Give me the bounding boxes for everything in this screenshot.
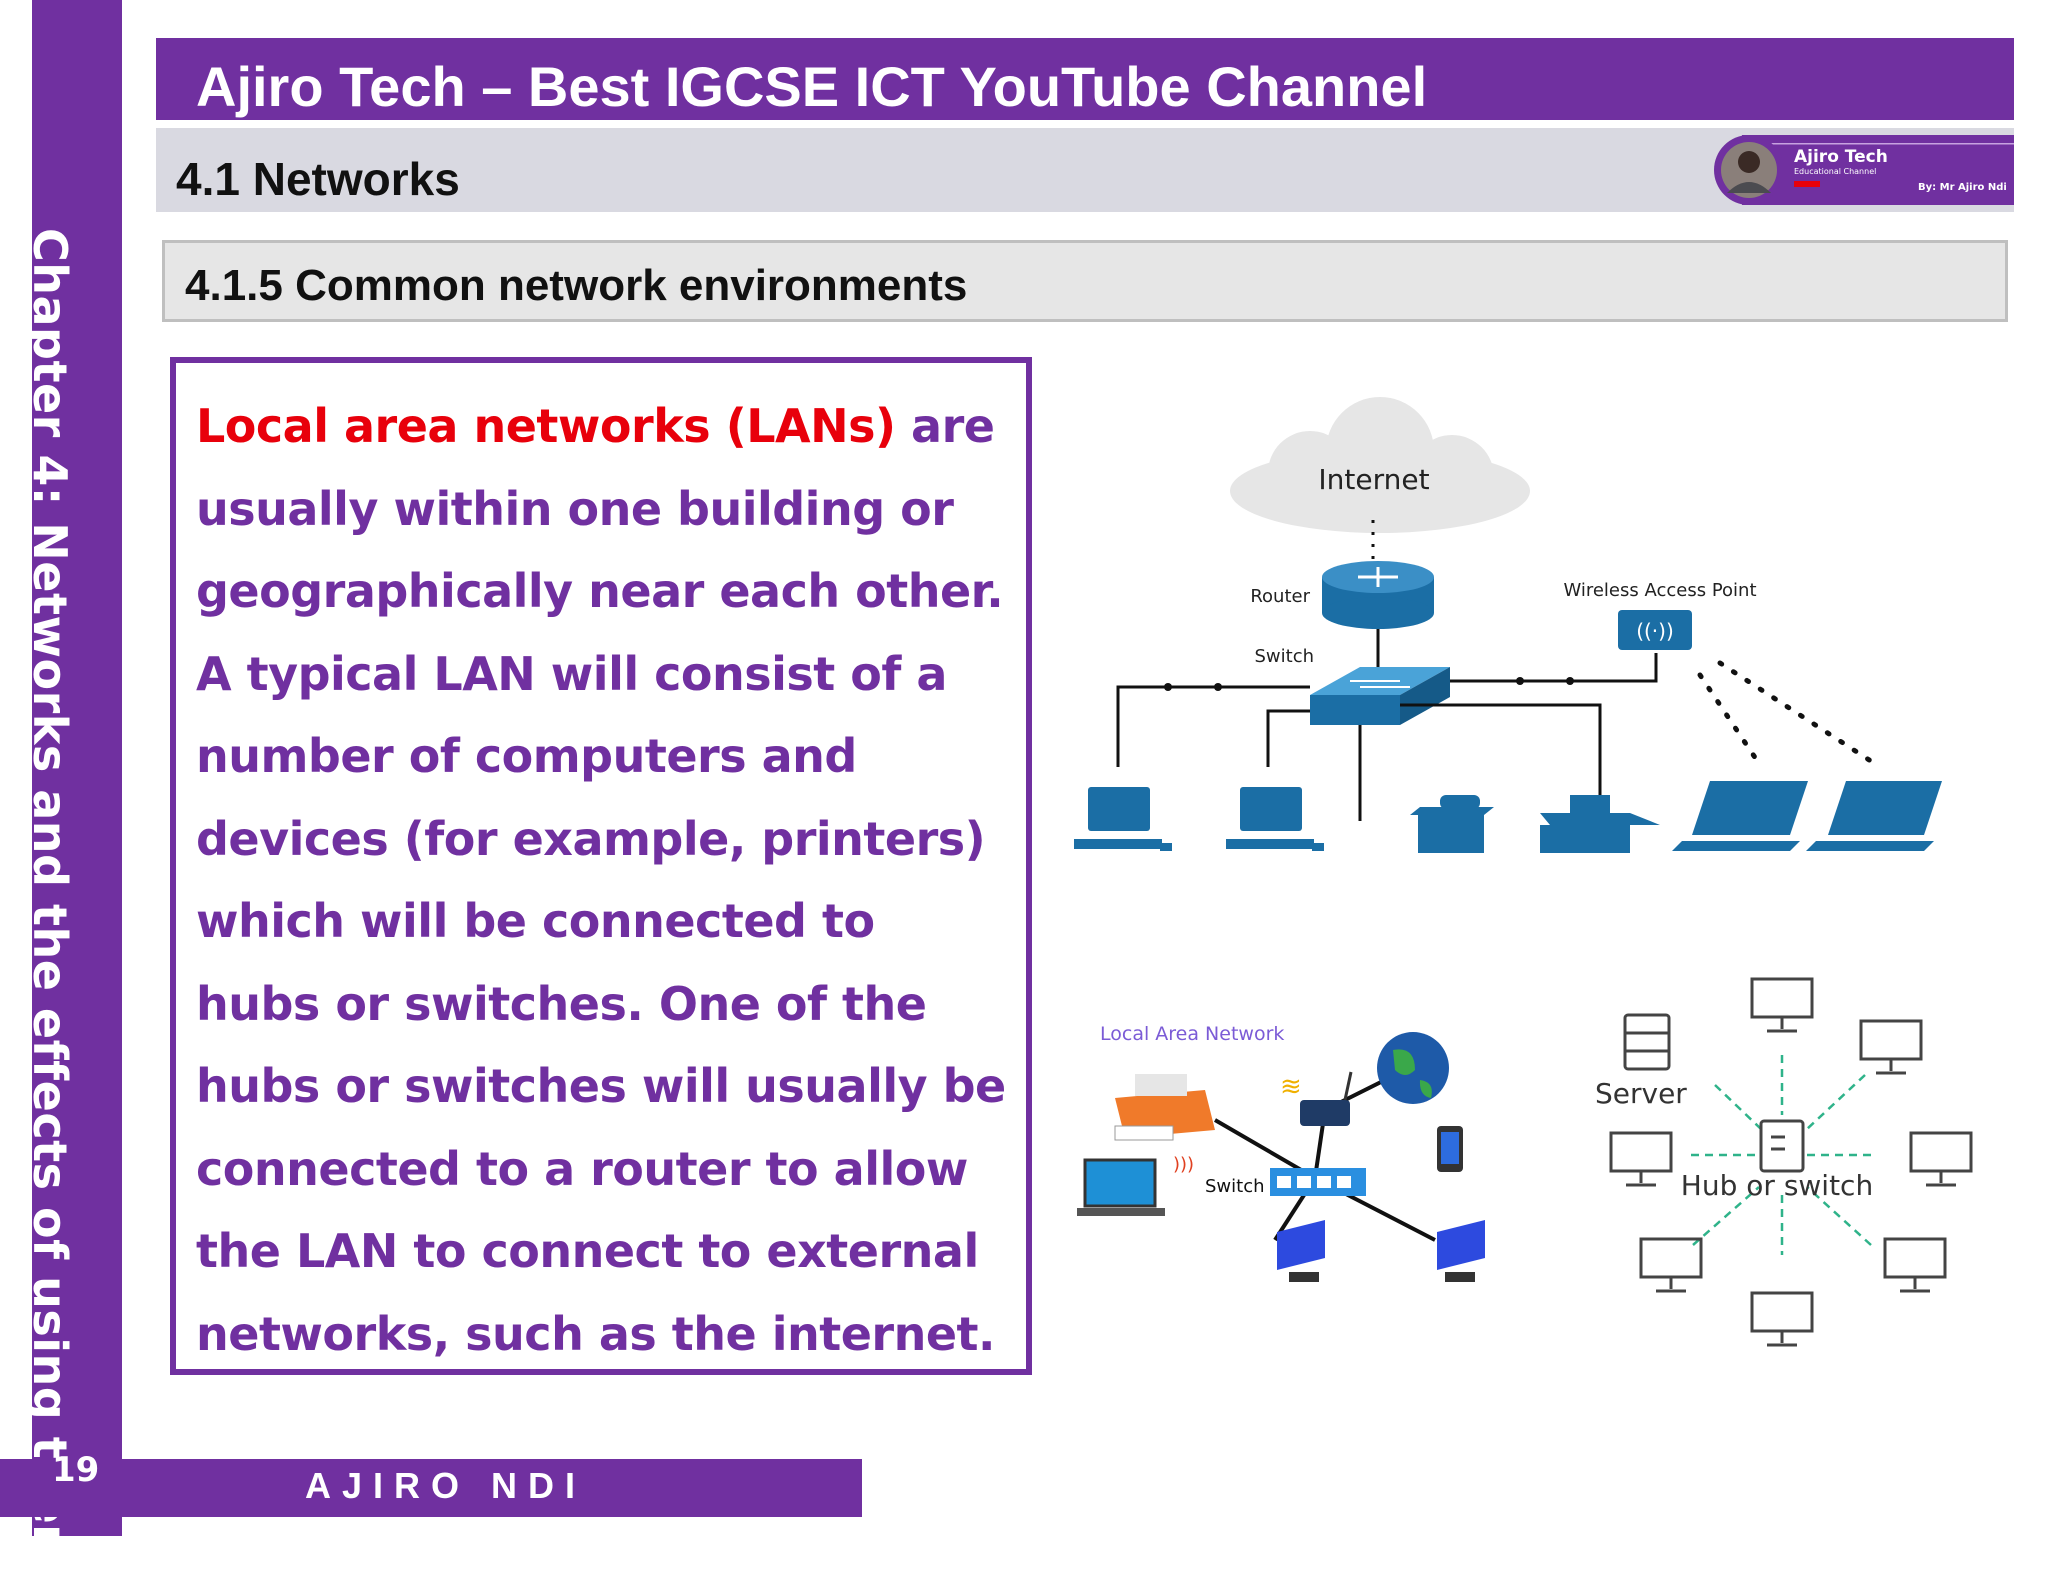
fax-icon [1540, 795, 1660, 853]
title-bar: Ajiro Tech – Best IGCSE ICT YouTube Chan… [156, 38, 2014, 120]
router-icon [1300, 1071, 1353, 1126]
laptop-icon [1077, 1158, 1165, 1216]
printer-icon [1114, 1074, 1215, 1141]
smartphone-icon [1437, 1126, 1463, 1172]
desktop-computer-icon [1226, 787, 1324, 851]
lan-illustration-title: Local Area Network [1100, 1023, 1284, 1045]
monitor-icon [1883, 1237, 1947, 1293]
author-name: AJIRO NDI [305, 1465, 587, 1506]
monitor-icon [1750, 1291, 1814, 1347]
footer-bar [0, 1459, 862, 1517]
server-icon [1623, 1013, 1671, 1071]
chapter-sidebar [32, 0, 122, 1536]
switch-icon [1310, 667, 1450, 725]
lan-definition-box: Local area networks (LANs) are usually w… [170, 357, 1032, 1375]
monitor-icon [1909, 1131, 1973, 1187]
section-bar: 4.1 Networks [156, 128, 2014, 212]
wifi-icon: ))) [1173, 1154, 1194, 1175]
monitor-icon [1639, 1237, 1703, 1293]
lan-topology-diagram: Internet Router Switch ((·)) Wireless Ac… [1074, 397, 1942, 853]
subsection-heading: 4.1.5 Common network environments [185, 261, 968, 310]
internet-cloud-icon [1230, 397, 1530, 533]
wap-icon: ((·)) [1618, 610, 1692, 650]
logo-tagline: Educational Channel [1794, 167, 1876, 176]
laptop-icon [1806, 781, 1942, 851]
phone-icon [1410, 795, 1494, 853]
svg-text:((·)): ((·)) [1636, 619, 1674, 643]
page-number: 19 [52, 1450, 100, 1490]
wap-label: Wireless Access Point [1563, 580, 1756, 601]
internet-label: Internet [1318, 463, 1429, 496]
lan-description: are usually within one building or geogr… [196, 399, 1006, 1361]
lan-illustration: Local Area Network ))) ≋ Switch [1077, 1023, 1485, 1282]
lan-definition-text: Local area networks (LANs) are usually w… [196, 385, 1006, 1375]
hub-label: Hub or switch [1681, 1169, 1873, 1202]
channel-logo: Ajiro Tech Educational Channel By: Mr Aj… [1714, 135, 2014, 205]
wifi-icon: ≋ [1280, 1072, 1302, 1102]
logo-name: Ajiro Tech [1794, 147, 1888, 167]
switch-icon [1270, 1168, 1366, 1196]
monitor-icon [1609, 1131, 1673, 1187]
switch-label: Switch [1254, 646, 1314, 667]
subsection-bar: 4.1.5 Common network environments [162, 240, 2008, 322]
router-icon [1322, 561, 1434, 629]
star-topology-diagram: Server Hub or switch [1595, 977, 1973, 1347]
slide-title: Ajiro Tech – Best IGCSE ICT YouTube Chan… [196, 55, 1428, 118]
desktop-computer-icon [1277, 1220, 1325, 1282]
router-label: Router [1250, 586, 1310, 607]
laptop-icon [1672, 781, 1808, 851]
section-heading: 4.1 Networks [176, 153, 460, 205]
monitor-icon [1859, 1019, 1923, 1075]
chapter-title: Chapter 4: Networks and the effects of u… [23, 228, 77, 1573]
globe-icon [1377, 1032, 1449, 1104]
logo-byline: By: Mr Ajiro Ndi [1918, 182, 2007, 193]
hub-icon [1759, 1119, 1805, 1173]
server-label: Server [1595, 1077, 1687, 1110]
switch-label: Switch [1205, 1176, 1265, 1197]
monitor-icon [1750, 977, 1814, 1033]
desktop-computer-icon [1437, 1220, 1485, 1282]
desktop-computer-icon [1074, 787, 1172, 851]
lan-term: Local area networks (LANs) [196, 399, 896, 453]
youtube-icon [1794, 181, 1820, 187]
